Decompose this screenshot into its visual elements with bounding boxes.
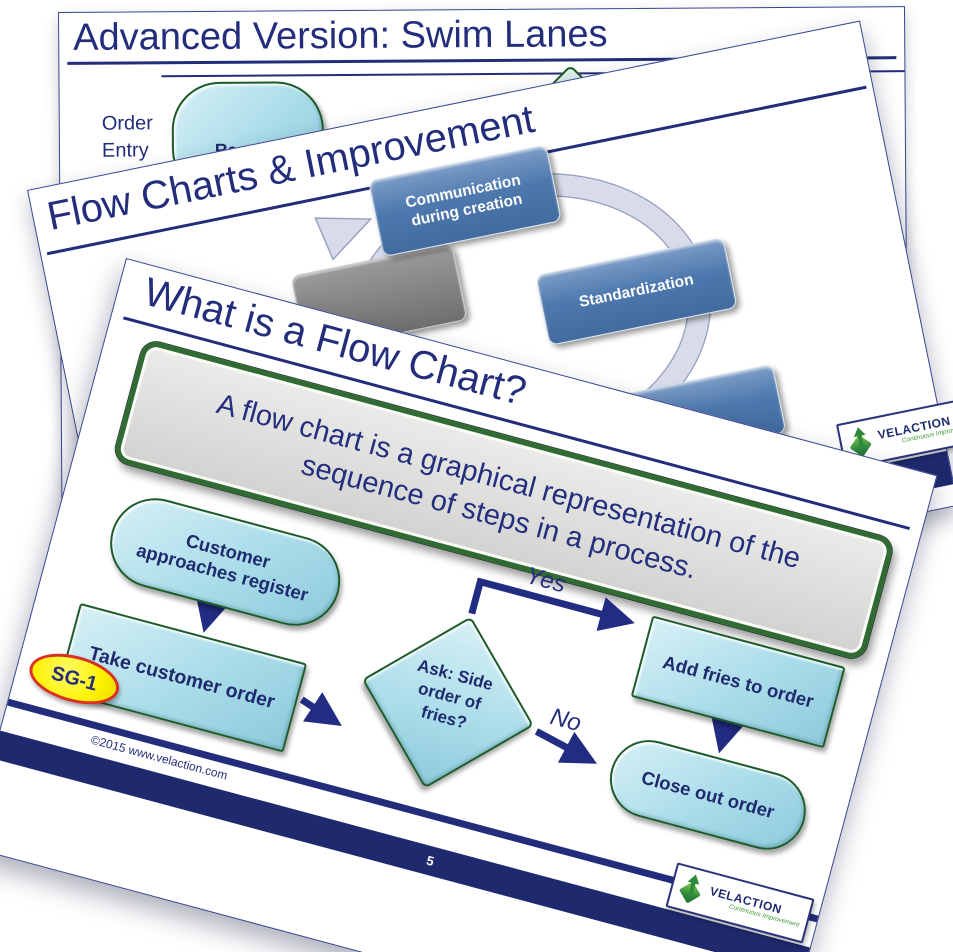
arrow-start-to-take [195, 594, 230, 633]
arrow-no [534, 728, 597, 764]
flow-node-label: Add fries to order [660, 651, 816, 712]
swimlane-label-order-entry: Order Entry [102, 110, 154, 164]
cycle-box-label: Standardization [577, 271, 696, 312]
arrow-take-to-decision [299, 692, 342, 727]
lane-label-line: Entry [101, 139, 149, 162]
cycle-box-label: Communication during creation [403, 171, 524, 230]
cycle-arrowhead-icon [314, 217, 373, 261]
flowchart-connectors [195, 577, 745, 764]
arrow-fries-to-close [711, 715, 745, 754]
velaction-diamond-arrow-icon [675, 871, 710, 909]
arrow-yes-elbow [468, 577, 635, 631]
slide-what-is-a-flow-chart: What is a Flow Chart? A flow chart is a … [0, 258, 938, 952]
page-title: Advanced Version: Swim Lanes [73, 13, 608, 59]
flow-node-label: Close out order [639, 766, 777, 823]
lane-label-line: Order [101, 112, 153, 135]
